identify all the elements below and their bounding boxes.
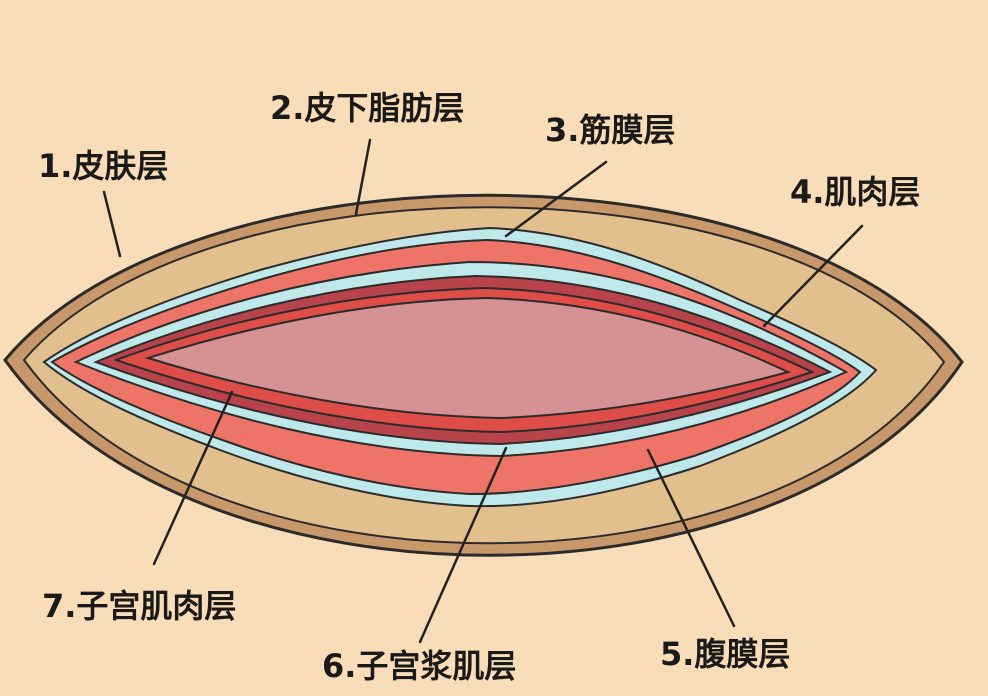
label-uterine-muscle-layer: 7.子宫肌肉层	[42, 587, 237, 625]
label-fascia-layer: 3.筋膜层	[545, 111, 676, 149]
leader-line-peritoneum	[646, 448, 736, 628]
label-skin-layer: 1.皮肤层	[38, 147, 169, 185]
leader-line-uterine-muscle	[152, 390, 234, 566]
label-uterine-serosa-layer: 6.子宫浆肌层	[322, 647, 517, 685]
leader-line-fascia	[504, 160, 608, 238]
leader-line-muscle	[762, 224, 864, 328]
uterine-cavity	[144, 296, 791, 420]
label-peritoneum-layer: 5.腹膜层	[660, 635, 791, 673]
label-muscle-layer: 4.肌肉层	[790, 173, 921, 211]
leader-line-skin	[102, 190, 122, 258]
leader-line-fat	[354, 138, 372, 216]
leader-line-serosa	[418, 446, 508, 644]
label-subcutaneous-fat-layer: 2.皮下脂肪层	[270, 89, 465, 127]
